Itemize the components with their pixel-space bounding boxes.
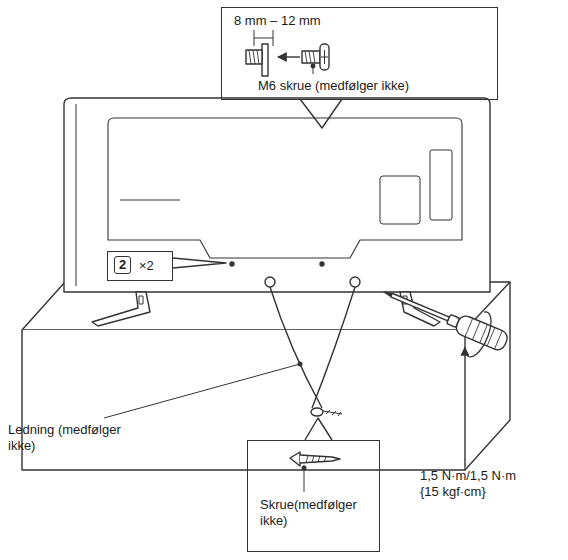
callout-pointer <box>173 258 226 268</box>
cord-anchor <box>350 277 360 287</box>
callout-text: 8 mm – 12 mm <box>234 13 321 29</box>
wood-screw-icon <box>290 452 340 492</box>
callout-number: 2 <box>114 256 131 274</box>
callout-pointer <box>300 99 342 128</box>
quantity-callout: 2 ×2 <box>107 251 173 281</box>
torque-label: 1,5 N·m/1,5 N·m {15 kgf·cm} <box>420 468 538 499</box>
cord-anchor <box>265 277 275 287</box>
callout-pointer <box>305 418 332 440</box>
callout-text: Skrue(medfølger ikke) <box>260 497 372 528</box>
part-label: Ledning (medfølger ikke) <box>8 422 144 453</box>
cord <box>270 287 322 408</box>
cord <box>312 287 355 408</box>
screwdriver <box>374 273 514 368</box>
callout-text: ×2 <box>139 258 154 274</box>
callout-box: 8 mm – 12 mm M6 skrue (medfølger ikke) <box>221 7 498 100</box>
tv-back <box>64 98 490 292</box>
cabinet-screw <box>311 408 342 416</box>
screw-detail <box>246 30 329 76</box>
stand-legs <box>92 292 440 326</box>
leader-line <box>104 364 300 418</box>
callout-text: M6 skrue (medfølger ikke) <box>258 78 409 94</box>
cabinet <box>22 282 510 470</box>
callout-box: Skrue(medfølger ikke) <box>247 440 380 552</box>
